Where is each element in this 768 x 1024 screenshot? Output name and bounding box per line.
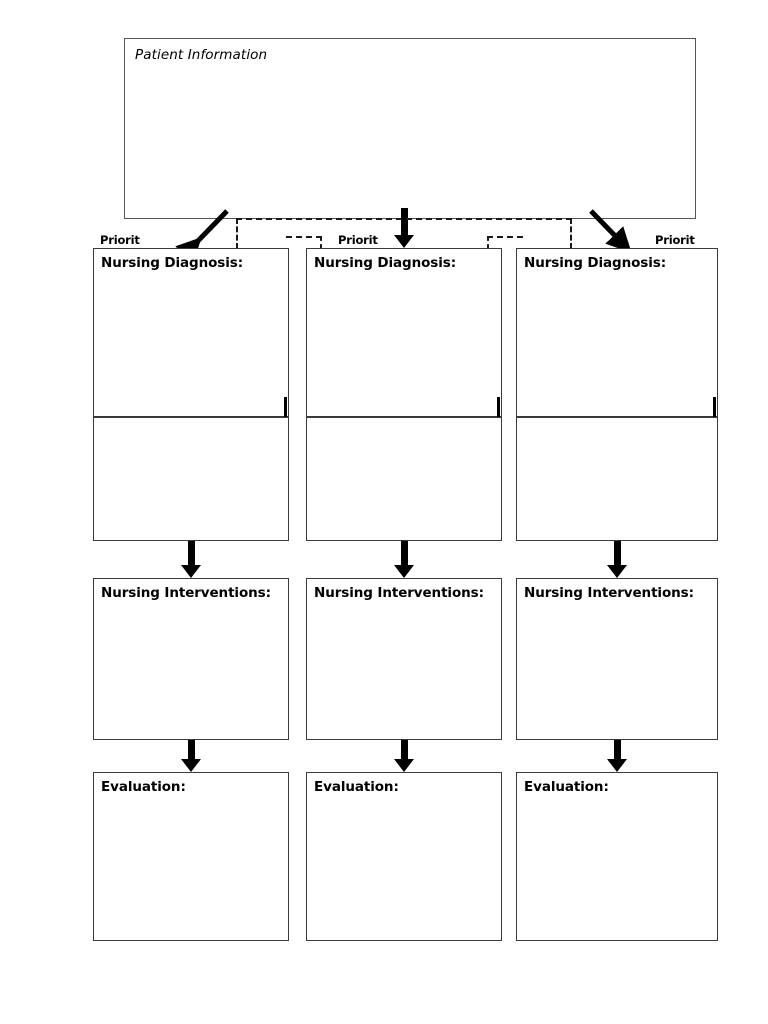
nursing-interventions-label-1: Nursing Interventions: — [101, 585, 271, 601]
nursing-diagnosis-box-1[interactable]: Nursing Diagnosis: — [93, 248, 289, 417]
dashed-line-right — [570, 218, 572, 249]
nursing-diagnosis-box-2[interactable]: Nursing Diagnosis: — [306, 248, 502, 417]
evaluation-label-3: Evaluation: — [524, 779, 609, 795]
dashed-line-inner-left-drop — [320, 236, 322, 249]
arrow-down-icon-interventions-to-evaluation-1 — [181, 740, 201, 772]
evaluation-label-1: Evaluation: — [101, 779, 186, 795]
dashed-line-left — [236, 218, 238, 249]
evaluation-label-2: Evaluation: — [314, 779, 399, 795]
arrow-down-icon-goals-to-interventions-3 — [607, 541, 627, 578]
nursing-interventions-box-2[interactable]: Nursing Interventions: — [306, 578, 502, 740]
priority-label-1: Priorit — [100, 233, 140, 247]
arrow-down-icon-goals-to-interventions-2 — [394, 541, 414, 578]
arrow-down-icon-interventions-to-evaluation-3 — [607, 740, 627, 772]
arrow-down-icon-interventions-to-evaluation-2 — [394, 740, 414, 772]
patient-information-label: Patient Information — [135, 47, 268, 63]
arrow-down-icon-goals-to-interventions-1 — [181, 541, 201, 578]
nursing-diagnosis-label-2: Nursing Diagnosis: — [314, 255, 456, 271]
arrow-diagonal-down-right-icon — [589, 209, 632, 253]
nursing-interventions-label-3: Nursing Interventions: — [524, 585, 694, 601]
nursing-interventions-label-2: Nursing Interventions: — [314, 585, 484, 601]
goals-outcomes-box-3[interactable] — [516, 417, 718, 541]
nursing-diagnosis-label-1: Nursing Diagnosis: — [101, 255, 243, 271]
patient-information-box[interactable]: Patient Information — [124, 38, 696, 219]
nursing-interventions-box-1[interactable]: Nursing Interventions: — [93, 578, 289, 740]
nursing-diagnosis-box-3[interactable]: Nursing Diagnosis: — [516, 248, 718, 417]
border-artifact-1 — [284, 397, 287, 417]
goals-outcomes-box-1[interactable] — [93, 417, 289, 541]
dashed-line-inner-left-top — [286, 236, 322, 238]
evaluation-box-2[interactable]: Evaluation: — [306, 772, 502, 941]
evaluation-box-1[interactable]: Evaluation: — [93, 772, 289, 941]
border-artifact-3 — [713, 397, 716, 417]
dashed-line-inner-right-top — [487, 236, 523, 238]
arrow-diagonal-down-left-icon — [175, 209, 229, 264]
evaluation-box-3[interactable]: Evaluation: — [516, 772, 718, 941]
priority-label-2: Priorit — [338, 233, 378, 247]
dashed-line-inner-right-drop — [487, 236, 489, 249]
priority-label-3: Priorit — [655, 233, 695, 247]
nursing-diagnosis-label-3: Nursing Diagnosis: — [524, 255, 666, 271]
goals-outcomes-box-2[interactable] — [306, 417, 502, 541]
border-artifact-2 — [497, 397, 500, 417]
arrow-down-icon-center-top — [394, 208, 414, 248]
nursing-interventions-box-3[interactable]: Nursing Interventions: — [516, 578, 718, 740]
dashed-line-top — [236, 218, 572, 220]
